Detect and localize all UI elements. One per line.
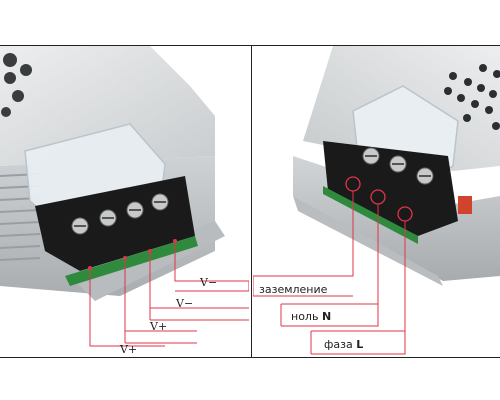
bottom-frame-line <box>0 357 500 358</box>
screw-terminal-icon <box>362 147 434 185</box>
center-divider <box>251 45 252 358</box>
callout-label-ground: заземление <box>259 283 328 296</box>
left-power-supply-photo <box>0 46 249 347</box>
left-callout-lines <box>89 241 249 347</box>
voltage-switch <box>458 196 472 214</box>
callout-label-phase: фаза L <box>324 338 363 351</box>
right-photo-panel <box>253 46 500 356</box>
terminal-block <box>323 141 458 236</box>
pcb-edge <box>65 236 198 286</box>
pcb-edge <box>323 186 418 244</box>
screw-terminal-icon <box>71 193 169 235</box>
neutral-letter: N <box>321 310 332 323</box>
right-power-supply-photo <box>253 46 500 355</box>
callout-label-neutral: ноль N <box>291 310 331 323</box>
red-dot-marker-icon <box>88 239 177 270</box>
callout-label-v-minus-2: V− <box>176 297 194 310</box>
right-callout-lines <box>253 191 406 355</box>
neutral-word: ноль <box>291 310 319 323</box>
vent-hole-icon <box>444 64 500 130</box>
callout-label-v-plus-1: V+ <box>150 320 168 333</box>
housing-top <box>0 46 215 166</box>
callout-label-v-minus-1: V− <box>200 276 218 289</box>
vent-hole-icon <box>1 53 32 117</box>
callout-label-v-plus-2: V+ <box>120 343 138 356</box>
phase-letter: L <box>356 338 364 351</box>
phase-word: фаза <box>324 338 353 351</box>
left-photo-panel <box>0 46 249 356</box>
top-frame-line <box>0 45 500 46</box>
